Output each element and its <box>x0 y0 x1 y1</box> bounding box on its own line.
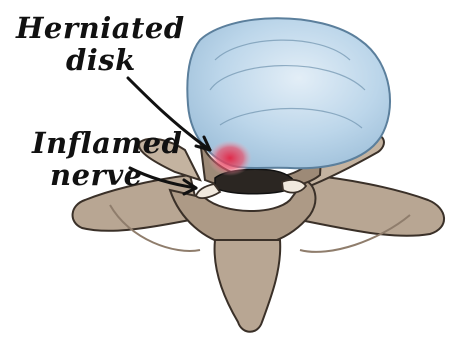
right-transverse-process <box>300 175 444 236</box>
label-herniated: Herniated <box>16 13 185 43</box>
label-nerve: nerve <box>50 160 143 190</box>
herniation-spot <box>208 140 252 176</box>
inflamed-nerve-root <box>196 184 220 198</box>
label-disk: disk <box>66 45 136 75</box>
spinous-process <box>215 240 281 332</box>
label-inflamed: Inflamed <box>32 128 182 158</box>
